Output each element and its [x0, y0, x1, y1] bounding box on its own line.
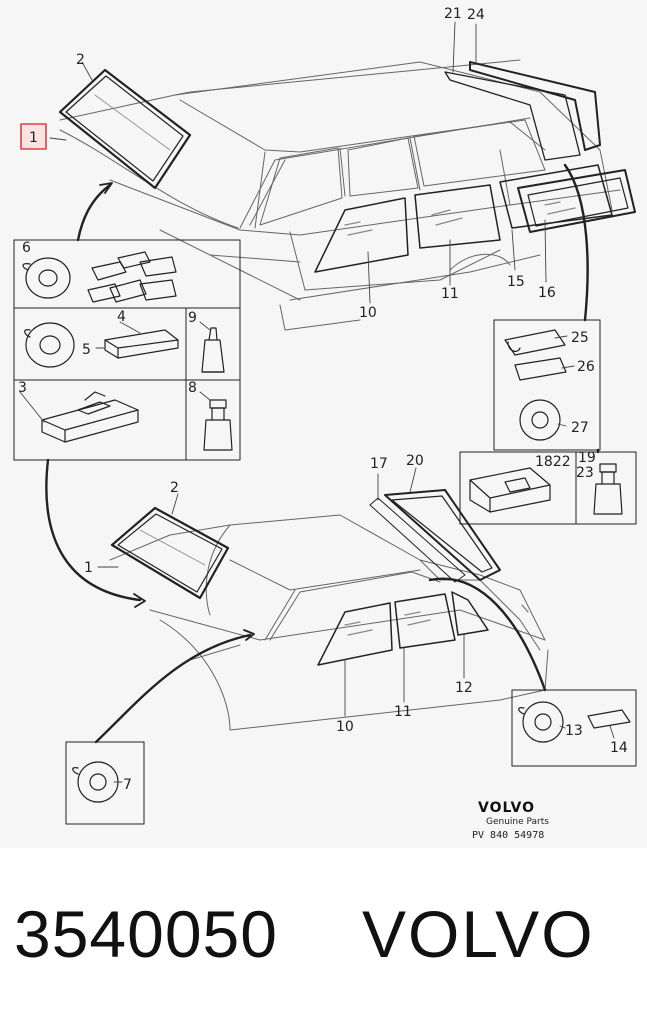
- callout-4: 4: [117, 309, 126, 325]
- callout-8: 8: [188, 380, 197, 396]
- block-4: [104, 329, 179, 359]
- logo-code: PV 840 54978: [472, 830, 544, 841]
- callout-labels: 1 2 21 24 6 10 11 15 16 4 9 5 3 8 25 26 …: [18, 6, 628, 793]
- callout-24: 24: [467, 7, 485, 23]
- callout-18-22: 1822: [535, 454, 571, 470]
- roof-panel-24: [469, 61, 601, 151]
- right-parts-box-lower: [459, 451, 637, 525]
- tape-roll-5: [24, 322, 75, 368]
- callout-27: 27: [571, 420, 589, 436]
- footer: [0, 848, 647, 1018]
- side-window-10-top: [314, 197, 409, 273]
- callout-20: 20: [406, 453, 424, 469]
- callout-19: 19: [578, 450, 596, 466]
- logo-subtitle: Genuine Parts: [486, 817, 549, 827]
- callout-23: 23: [576, 465, 594, 481]
- side-window-11-top: [414, 184, 501, 249]
- quarter-window-12: [451, 591, 489, 636]
- callout-11: 11: [441, 286, 459, 302]
- tape-roll-27: [519, 399, 561, 441]
- windshield-top: [58, 68, 192, 190]
- tape-roll-6: [22, 257, 71, 299]
- strip-26: [514, 357, 567, 381]
- callout-5: 5: [82, 342, 91, 358]
- callout-2: 2: [76, 52, 85, 68]
- callout-21: 21: [444, 6, 462, 22]
- wedges-6: [87, 251, 177, 303]
- callout-26: 26: [577, 359, 595, 375]
- tape-box-13-14: [511, 689, 637, 767]
- brand-name: VOLVO: [362, 897, 595, 971]
- callout-17: 17: [370, 456, 388, 472]
- callout-10: 10: [359, 305, 377, 321]
- callout-2b: 2: [170, 480, 179, 496]
- clip-18-22: [469, 467, 551, 513]
- connector-lines: [45, 163, 600, 744]
- bottle-23: [593, 463, 623, 515]
- side-window-11-bottom: [394, 593, 456, 649]
- callout-6: 6: [22, 240, 31, 256]
- rear-glass-20: [384, 489, 501, 581]
- roof-panel-21: [444, 71, 581, 161]
- applicator-3: [41, 391, 139, 443]
- callout-12: 12: [455, 680, 473, 696]
- callout-9: 9: [188, 310, 197, 326]
- logo-brand: VOLVO: [478, 800, 535, 816]
- side-window-10-bottom: [317, 602, 393, 666]
- callout-16: 16: [538, 285, 556, 301]
- callout-1b: 1: [84, 560, 93, 576]
- callout-15: 15: [507, 274, 525, 290]
- callout-1: 1: [29, 130, 38, 146]
- callout-13: 13: [565, 723, 583, 739]
- top-car-body: [59, 59, 621, 331]
- highlight-box: [20, 123, 47, 150]
- rear-panel-16: [517, 169, 636, 233]
- right-parts-box-upper: [493, 319, 601, 451]
- part-number: 3540050: [14, 897, 278, 971]
- rear-glass-17: [369, 497, 466, 583]
- strip-25: [504, 329, 566, 356]
- tube-9: [201, 327, 225, 373]
- left-parts-box: [13, 239, 241, 461]
- callout-3: 3: [18, 380, 27, 396]
- callout-10b: 10: [336, 719, 354, 735]
- callout-7: 7: [123, 777, 132, 793]
- volvo-logo: VOLVO Genuine Parts PV 840 54978: [472, 800, 549, 841]
- callout-25: 25: [571, 330, 589, 346]
- diagram-drawing: 1 2 21 24 6 10 11 15 16 4 9 5 3 8 25 26 …: [13, 6, 637, 841]
- parts-diagram: 1 2 21 24 6 10 11 15 16 4 9 5 3 8 25 26 …: [13, 6, 637, 841]
- callout-11b: 11: [394, 704, 412, 720]
- bottle-8: [203, 399, 233, 451]
- leader-lines: [19, 21, 615, 783]
- rear-panel-15: [499, 164, 613, 229]
- tape-box-7: [65, 741, 145, 825]
- callout-14: 14: [610, 740, 628, 756]
- windshield-bottom: [110, 506, 230, 600]
